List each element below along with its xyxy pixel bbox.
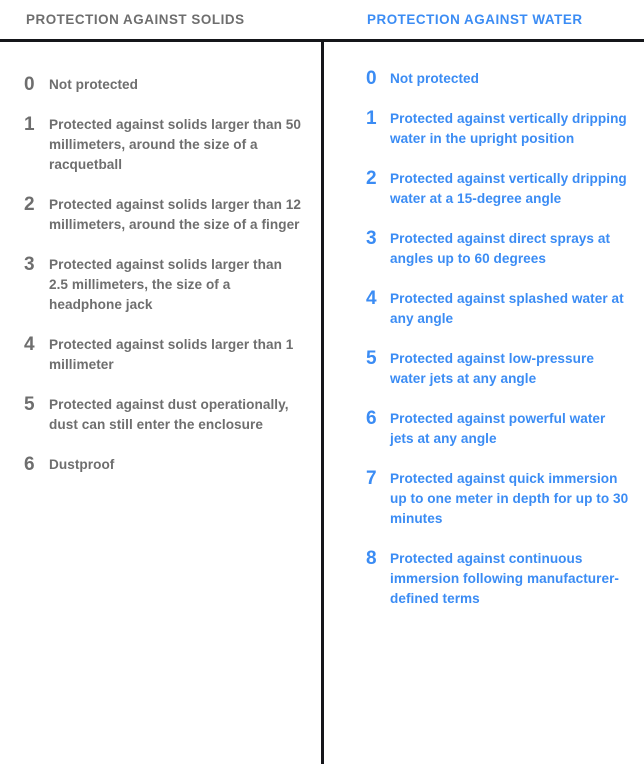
list-item: 0 Not protected (366, 69, 630, 89)
rating-code: 0 (24, 74, 35, 95)
rating-description: Dustproof (49, 457, 115, 472)
list-item: 5 Protected against dust operationally, … (24, 395, 302, 435)
rating-code: 7 (366, 468, 377, 489)
rating-code: 8 (366, 548, 377, 569)
list-item: 3 Protected against solids larger than 2… (24, 255, 302, 315)
table-body-row: 0 Not protected 1 Protected against soli… (0, 39, 644, 629)
rating-code: 3 (366, 228, 377, 249)
vertical-divider (321, 39, 324, 764)
rating-description: Protected against powerful water jets at… (390, 411, 606, 446)
rating-description: Protected against direct sprays at angle… (390, 231, 611, 266)
list-item: 8 Protected against continuous immersion… (366, 549, 630, 609)
rating-code: 6 (24, 454, 35, 475)
column-header-water: PROTECTION AGAINST WATER (367, 11, 583, 27)
rating-description: Not protected (390, 71, 480, 86)
rating-description: Protected against low-pressure water jet… (390, 351, 594, 386)
list-item: 7 Protected against quick immersion up t… (366, 469, 630, 529)
list-item: 6 Dustproof (24, 455, 302, 475)
rating-code: 2 (24, 194, 35, 215)
list-item: 4 Protected against splashed water at an… (366, 289, 630, 329)
list-item: 0 Not protected (24, 75, 302, 95)
list-item: 5 Protected against low-pressure water j… (366, 349, 630, 389)
header-cell-water: PROTECTION AGAINST WATER (322, 0, 644, 39)
column-water: 0 Not protected 1 Protected against vert… (322, 39, 644, 629)
rating-code: 2 (366, 168, 377, 189)
table-header-row: PROTECTION AGAINST SOLIDS PROTECTION AGA… (0, 0, 644, 39)
list-item: 1 Protected against solids larger than 5… (24, 115, 302, 175)
rating-code: 0 (366, 68, 377, 89)
list-item: 2 Protected against solids larger than 1… (24, 195, 302, 235)
rating-description: Protected against dust operationally, du… (49, 397, 289, 432)
rating-description: Protected against solids larger than 2.5… (49, 257, 282, 312)
rating-code: 3 (24, 254, 35, 275)
rating-code: 6 (366, 408, 377, 429)
list-item: 3 Protected against direct sprays at ang… (366, 229, 630, 269)
header-cell-solids: PROTECTION AGAINST SOLIDS (0, 0, 322, 39)
rating-description: Not protected (49, 77, 139, 92)
rating-code: 1 (366, 108, 377, 129)
rating-description: Protected against solids larger than 12 … (49, 197, 302, 232)
rating-code: 5 (366, 348, 377, 369)
rating-description: Protected against quick immersion up to … (390, 471, 629, 526)
column-solids: 0 Not protected 1 Protected against soli… (0, 39, 322, 629)
list-item: 6 Protected against powerful water jets … (366, 409, 630, 449)
rating-description: Protected against vertically dripping wa… (390, 171, 627, 206)
rating-code: 5 (24, 394, 35, 415)
list-item: 1 Protected against vertically dripping … (366, 109, 630, 149)
list-item: 2 Protected against vertically dripping … (366, 169, 630, 209)
rating-code: 4 (366, 288, 377, 309)
rating-code: 1 (24, 114, 35, 135)
column-header-solids: PROTECTION AGAINST SOLIDS (26, 11, 245, 27)
rating-description: Protected against splashed water at any … (390, 291, 624, 326)
rating-description: Protected against continuous immersion f… (390, 551, 619, 606)
rating-code: 4 (24, 334, 35, 355)
list-item: 4 Protected against solids larger than 1… (24, 335, 302, 375)
rating-description: Protected against solids larger than 1 m… (49, 337, 294, 372)
rating-description: Protected against vertically dripping wa… (390, 111, 627, 146)
rating-description: Protected against solids larger than 50 … (49, 117, 302, 172)
